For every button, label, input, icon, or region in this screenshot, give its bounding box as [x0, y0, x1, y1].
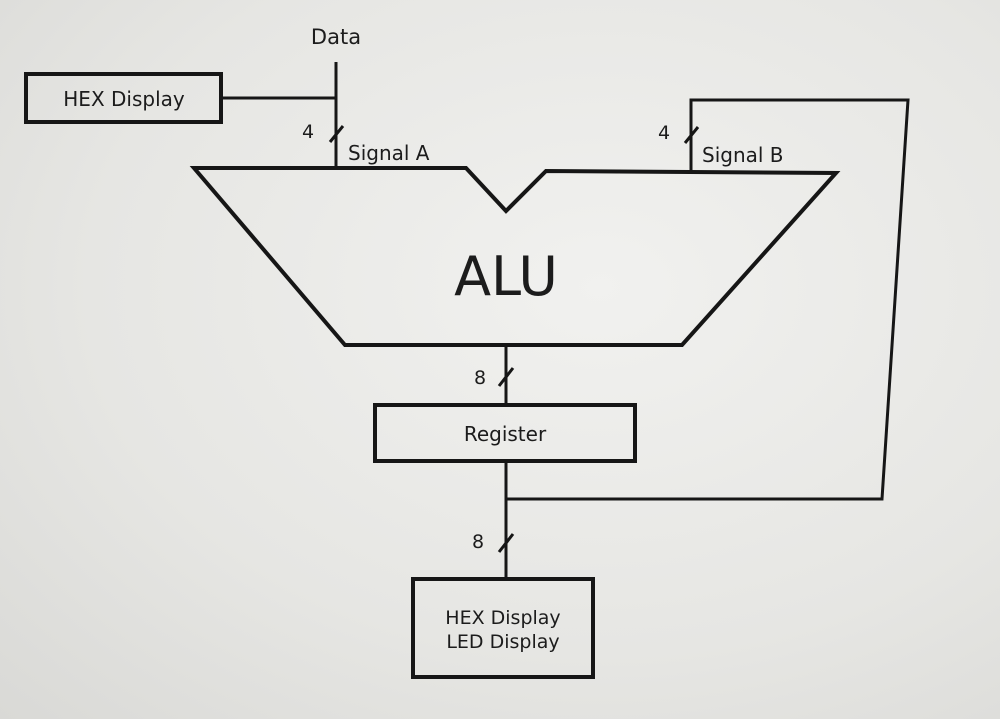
signal-b-bus-slash — [683, 126, 700, 144]
feedback-wire — [506, 98, 910, 501]
hex-display-top-label: HEX Display — [63, 87, 185, 111]
signal-b-width: 4 — [658, 122, 670, 144]
signal-a-label: Signal A — [348, 141, 430, 165]
alu-output-width: 8 — [474, 367, 486, 389]
signal-b-label: Signal B — [702, 143, 784, 167]
data-label: Data — [311, 25, 361, 49]
alu-output-bus-slash — [497, 367, 515, 387]
register-label: Register — [464, 422, 547, 446]
signal-a-bus-slash — [328, 125, 345, 143]
output-display-line2: LED Display — [446, 631, 559, 653]
output-display-block — [411, 577, 595, 679]
output-display-line1: HEX Display — [445, 607, 560, 629]
register-output-width: 8 — [472, 531, 484, 553]
register-output-bus-slash — [497, 533, 515, 553]
signal-a-width: 4 — [302, 121, 314, 143]
alu-label: ALU — [454, 245, 558, 308]
alu-block — [189, 166, 841, 347]
